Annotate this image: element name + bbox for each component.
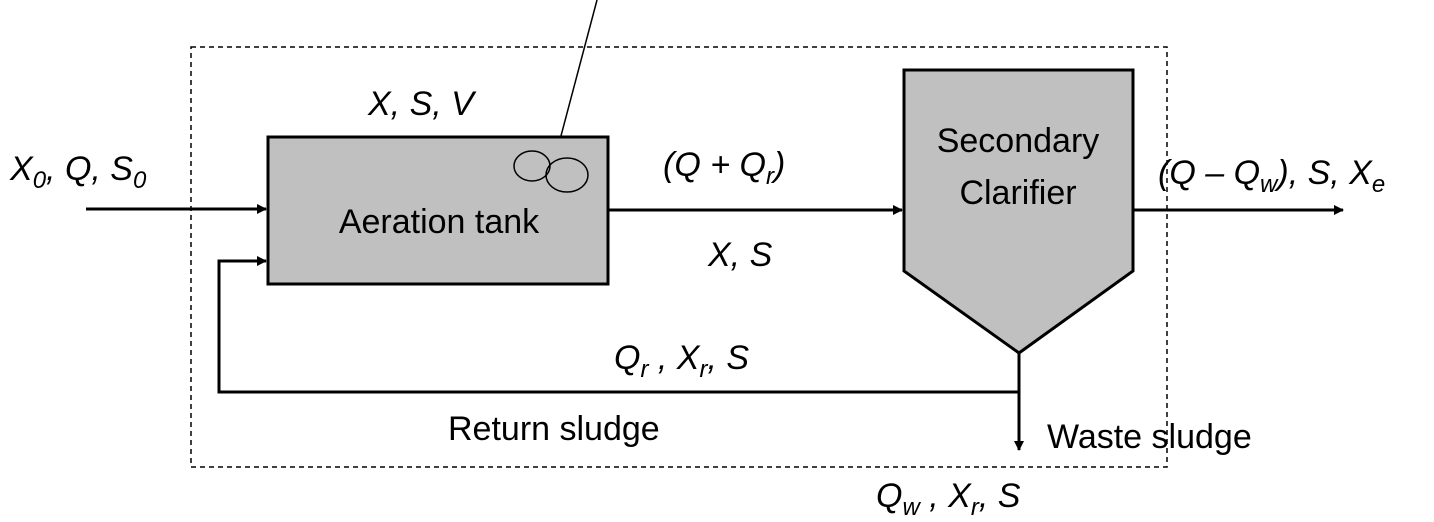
aerator-icon bbox=[545, 157, 589, 193]
influent-label: X0, Q, S0 bbox=[9, 150, 147, 194]
tank-state-label: X, S, V bbox=[367, 85, 477, 123]
recycle-flow-label: Qr , Xr, S bbox=[614, 339, 749, 383]
system-boundary bbox=[190, 46, 1168, 468]
effluent-label: (Q – Qw), S, Xe bbox=[1158, 154, 1385, 198]
mixed-composition-label: X, S bbox=[707, 236, 773, 274]
aeration-tank-label: Aeration tank bbox=[339, 203, 540, 241]
secondary-clarifier bbox=[902, 68, 1135, 355]
return-sludge-label: Return sludge bbox=[448, 410, 660, 448]
clarifier-label-line2: Clarifier bbox=[959, 174, 1076, 212]
clarifier-label-line1: Secondary bbox=[937, 122, 1100, 160]
waste-flow-label: Qw , Xr, S bbox=[876, 477, 1021, 521]
mixed-flow-label: (Q + Qr) bbox=[663, 146, 785, 190]
waste-sludge-label: Waste sludge bbox=[1047, 418, 1252, 456]
return-sludge-line bbox=[217, 256, 1019, 394]
